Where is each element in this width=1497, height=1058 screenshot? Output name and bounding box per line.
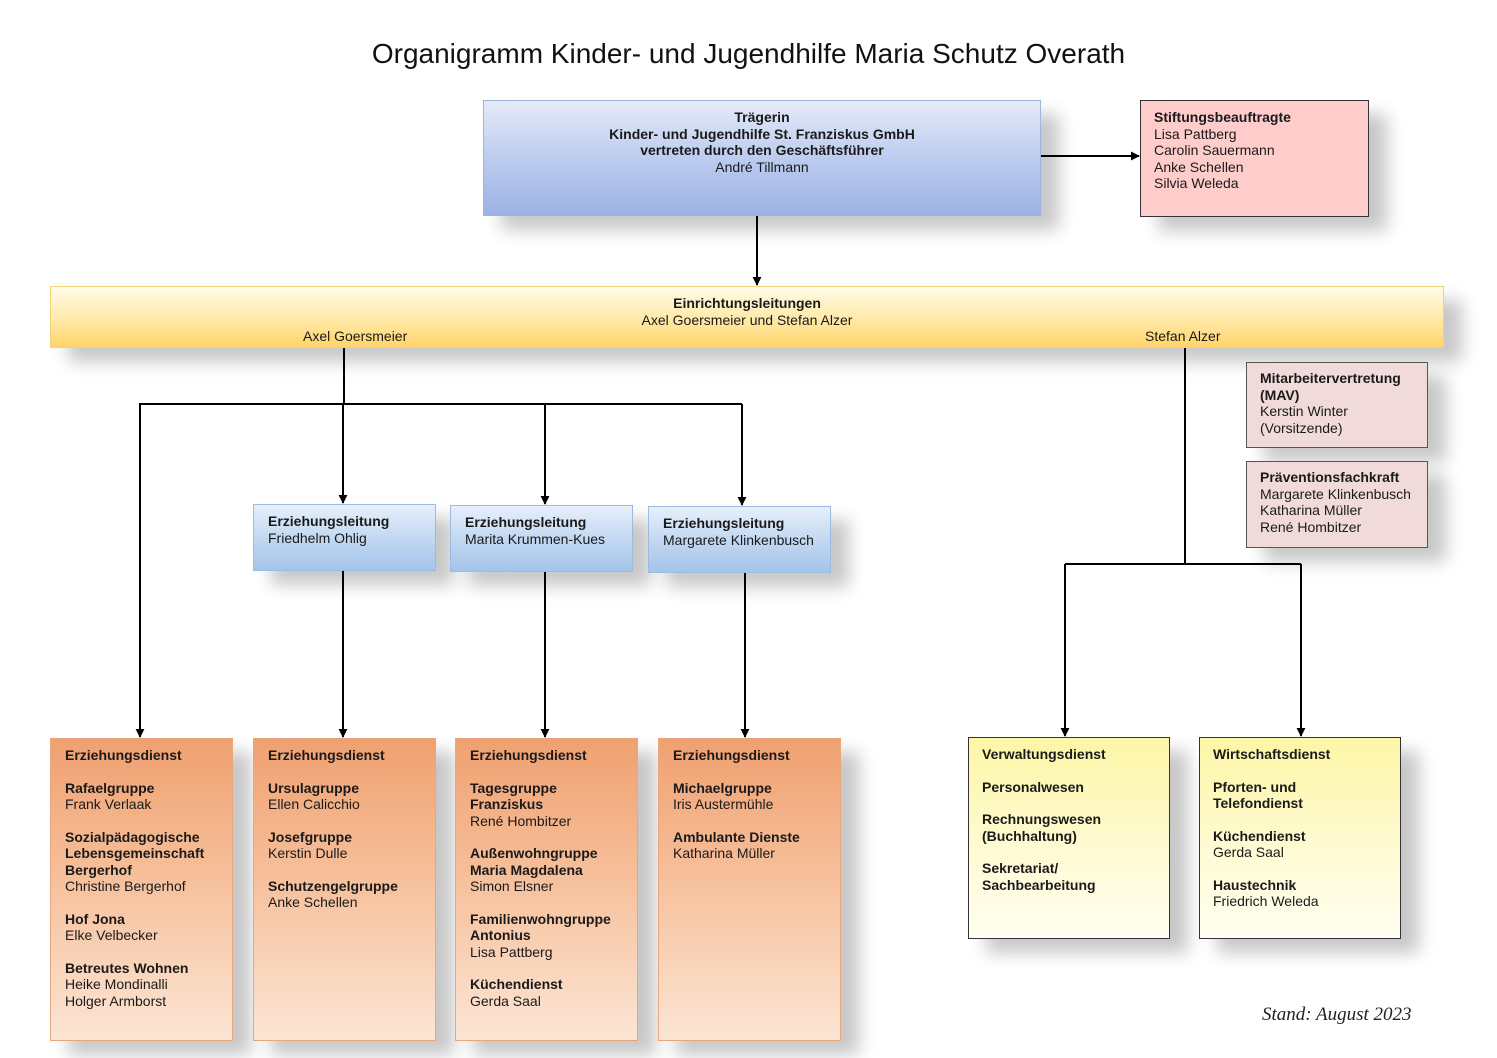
group-title: Bergerhof <box>65 861 132 878</box>
group-title: Küchendienst <box>1213 827 1306 844</box>
group-title: Ambulante Dienste <box>673 828 800 845</box>
group-person: Elke Velbecker <box>65 927 158 943</box>
erziehungsleitung-heading: Erziehungsleitung <box>465 514 587 530</box>
group-person: Anke Schellen <box>268 894 358 910</box>
group-title: Hof Jona <box>65 910 125 927</box>
page-title: Organigramm Kinder- und Jugendhilfe Mari… <box>371 38 1126 69</box>
group-person: Frank Verlaak <box>65 796 152 812</box>
group-title: Personalwesen <box>982 778 1084 795</box>
group-person: Kerstin Dulle <box>268 845 348 861</box>
erziehungsleitung-box-3: Erziehungsleitung Margarete Klinkenbusch <box>648 506 831 573</box>
group-person: René Hombitzer <box>470 812 572 829</box>
group-title: Michaelgruppe <box>673 779 772 796</box>
group-person: Gerda Saal <box>470 992 541 1009</box>
group-person: Ellen Calicchio <box>268 796 360 812</box>
group-person: Heike Mondinalli <box>65 976 168 992</box>
mav-role: (Vorsitzende) <box>1260 419 1343 436</box>
group-title: Schutzengelgruppe <box>268 877 398 894</box>
einrichtung-heading: Einrichtungsleitungen <box>673 295 821 311</box>
group-title: Telefondienst <box>1213 795 1303 811</box>
stiftung-heading: Stiftungsbeauftragte <box>1154 109 1291 125</box>
stiftung-name: Lisa Pattberg <box>1154 125 1237 142</box>
erziehungsdienst-box-1: Erziehungsdienst Rafaelgruppe Frank Verl… <box>50 738 233 1041</box>
wirtschaftsdienst-box: Wirtschaftsdienst Pforten- und Telefondi… <box>1199 737 1401 939</box>
traegerin-heading: Trägerin <box>734 109 790 125</box>
erziehungsdienst-box-3: Erziehungsdienst Tagesgruppe Franziskus … <box>455 738 638 1041</box>
group-title: Familienwohngruppe <box>470 910 611 927</box>
erziehungsleitung-box-1: Erziehungsleitung Friedhelm Ohlig <box>253 504 436 571</box>
group-title: Franziskus <box>470 796 544 812</box>
group-person: Christine Bergerhof <box>65 878 186 894</box>
einrichtung-right-name: Stefan Alzer <box>1145 328 1221 344</box>
group-title: Sachbearbeitung <box>982 876 1096 893</box>
erziehungsdienst-heading: Erziehungsdienst <box>673 747 790 763</box>
stand-date: Stand: August 2023 <box>1262 1004 1412 1025</box>
mav-heading: Mitarbeitervertretung <box>1260 370 1401 386</box>
erziehungsleitung-heading: Erziehungsleitung <box>663 515 785 531</box>
group-person: Friedrich Weleda <box>1213 893 1319 909</box>
einrichtung-names: Axel Goersmeier und Stefan Alzer <box>641 311 853 328</box>
group-person: Gerda Saal <box>1213 844 1284 860</box>
group-person: Iris Austermühle <box>673 796 774 812</box>
einrichtungsleitungen-box: Einrichtungsleitungen Axel Goersmeier un… <box>50 286 1444 348</box>
praevention-name: Katharina Müller <box>1260 502 1362 518</box>
mav-name: Kerstin Winter <box>1260 403 1348 419</box>
group-title: Tagesgruppe <box>470 779 557 796</box>
group-title: Maria Magdalena <box>470 861 583 878</box>
group-title: Rechnungswesen <box>982 811 1102 827</box>
group-title: Sozialpädagogische <box>65 828 200 845</box>
traegerin-box: Trägerin Kinder- und Jugendhilfe St. Fra… <box>483 100 1041 216</box>
erziehungsdienst-heading: Erziehungsdienst <box>65 747 182 763</box>
praevention-name: Margarete Klinkenbusch <box>1260 485 1411 502</box>
mav-heading-abbr: (MAV) <box>1260 386 1300 403</box>
group-title: (Buchhaltung) <box>982 827 1077 844</box>
group-title: Pforten- und <box>1213 778 1297 795</box>
erziehungsleitung-name: Friedhelm Ohlig <box>268 529 367 546</box>
erziehungsdienst-heading: Erziehungsdienst <box>268 747 385 763</box>
verwaltungsdienst-box: Verwaltungsdienst Personalwesen Rechnung… <box>968 737 1170 939</box>
wirtschaft-heading: Wirtschaftsdienst <box>1213 746 1331 762</box>
mav-box: Mitarbeitervertretung (MAV) Kerstin Wint… <box>1246 362 1428 448</box>
erziehungsdienst-box-4: Erziehungsdienst Michaelgruppe Iris Aust… <box>658 738 841 1041</box>
group-title: Betreutes Wohnen <box>65 959 189 976</box>
erziehungsdienst-heading: Erziehungsdienst <box>470 747 587 763</box>
traegerin-org: Kinder- und Jugendhilfe St. Franziskus G… <box>609 125 915 142</box>
group-person: Holger Armborst <box>65 992 167 1009</box>
einrichtung-left-name: Axel Goersmeier <box>303 328 408 344</box>
group-title: Lebensgemeinschaft <box>65 845 205 861</box>
erziehungsleitung-box-2: Erziehungsleitung Marita Krummen-Kues <box>450 505 633 572</box>
stiftung-box: Stiftungsbeauftragte Lisa Pattberg Carol… <box>1140 100 1369 217</box>
erziehungsleitung-heading: Erziehungsleitung <box>268 513 390 529</box>
group-title: Haustechnik <box>1213 876 1297 893</box>
group-title: Außenwohngruppe <box>470 845 598 861</box>
praevention-box: Präventionsfachkraft Margarete Klinkenbu… <box>1246 461 1428 548</box>
group-title: Küchendienst <box>470 976 563 992</box>
group-person: Lisa Pattberg <box>470 943 553 960</box>
group-title: Sekretariat/ <box>982 860 1059 876</box>
stiftung-name: Silvia Weleda <box>1154 175 1239 191</box>
group-person: Simon Elsner <box>470 878 554 894</box>
praevention-name: René Hombitzer <box>1260 518 1362 535</box>
group-title: Josefgruppe <box>268 828 353 845</box>
erziehungsdienst-box-2: Erziehungsdienst Ursulagruppe Ellen Cali… <box>253 738 436 1041</box>
erziehungsleitung-name: Margarete Klinkenbusch <box>663 531 814 548</box>
group-title: Antonius <box>470 927 531 943</box>
stiftung-name: Carolin Sauermann <box>1154 142 1275 158</box>
group-title: Ursulagruppe <box>268 779 360 796</box>
traegerin-name: André Tillmann <box>715 158 809 175</box>
group-person: Katharina Müller <box>673 845 775 861</box>
praevention-heading: Präventionsfachkraft <box>1260 469 1400 485</box>
traegerin-represented: vertreten durch den Geschäftsführer <box>640 142 884 158</box>
group-title: Rafaelgruppe <box>65 779 155 796</box>
stiftung-name: Anke Schellen <box>1154 158 1244 175</box>
erziehungsleitung-name: Marita Krummen-Kues <box>465 530 606 547</box>
verwaltung-heading: Verwaltungsdienst <box>982 746 1106 762</box>
